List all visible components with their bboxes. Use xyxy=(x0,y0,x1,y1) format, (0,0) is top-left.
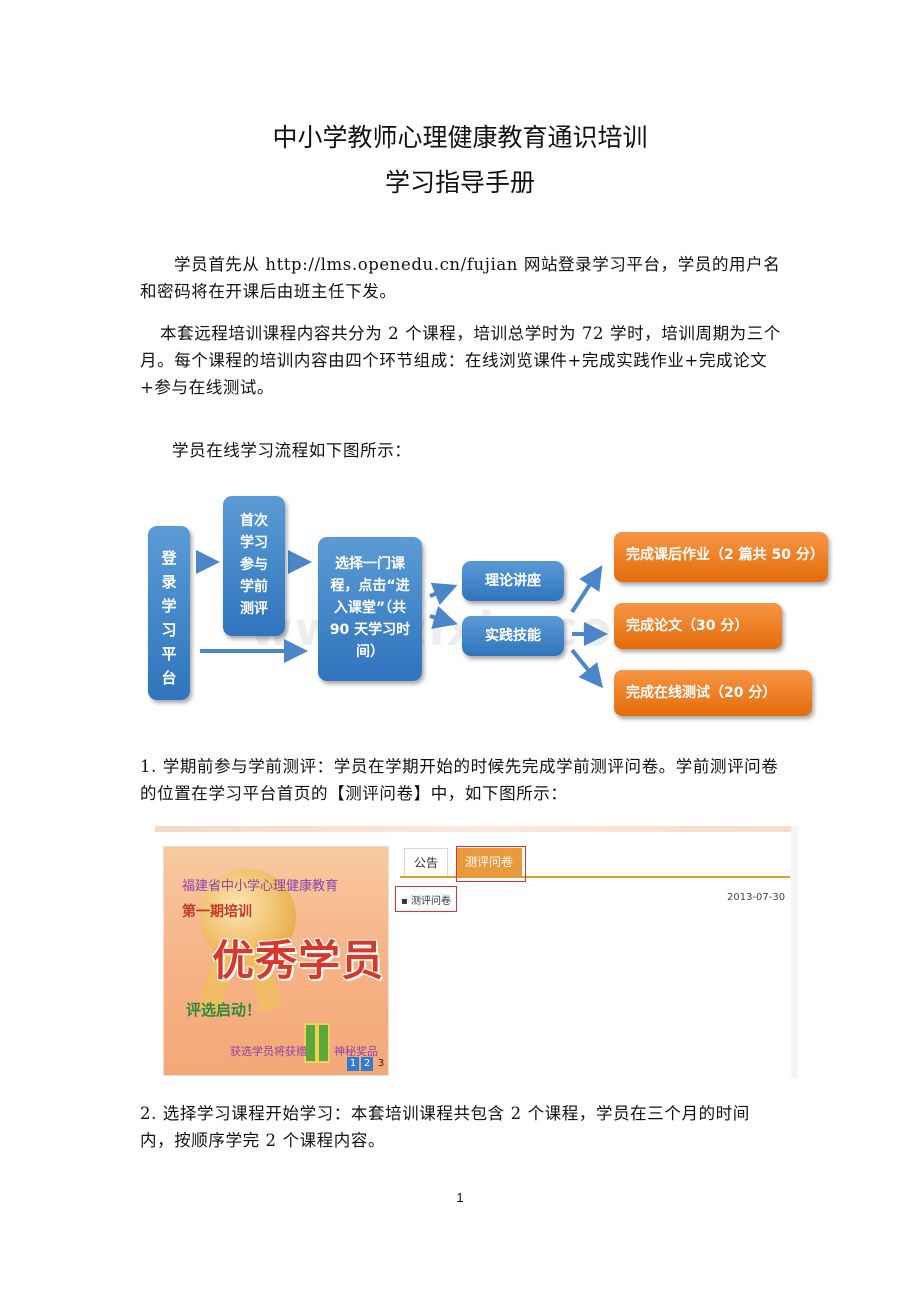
pretest-box: 首次学习参与学前测评 xyxy=(223,496,285,636)
select-course-box: 选择一门课程，点击“进入课堂”（共 90 天学习时间） xyxy=(318,537,422,681)
flow-intro-paragraph: 学员在线学习流程如下图所示： xyxy=(172,441,412,460)
tab-survey[interactable]: 测评问卷 xyxy=(456,848,522,876)
banner-line4: 获选学员将获赠 xyxy=(230,1045,307,1058)
list-item-label: 测评问卷 xyxy=(410,896,451,907)
screenshot-top-bar xyxy=(155,826,798,832)
paper-label: 完成论文（30 分） xyxy=(626,618,749,634)
section-1-paragraph: 1. 学期前参与学前测评：学员在学期开始的时候先完成学前测评问卷。学前测评问卷的… xyxy=(140,757,779,803)
document-subtitle: 学习指导手册 xyxy=(384,168,535,197)
pager-3[interactable]: 3 xyxy=(377,1058,385,1069)
banner-line5: 神秘奖品 xyxy=(334,1045,378,1058)
intro-paragraph: 学员首先从 http://lms.openedu.cn/fujian 网站登录学… xyxy=(140,255,781,301)
watermark: www.zixin.com.cn xyxy=(250,602,747,656)
homework-box: 完成课后作业（2 篇共 50 分） xyxy=(614,532,828,582)
banner-line1: 福建省中小学心理健康教育 xyxy=(182,879,339,894)
banner-headline: 优秀学员 xyxy=(212,936,385,985)
platform-screenshot: 福建省中小学心理健康教育 第一期培训 优秀学员 评选启动！ 获选学员将获赠 神秘… xyxy=(155,826,798,1078)
highlight-box-tab xyxy=(456,846,526,882)
tab-announcement[interactable]: 公告 xyxy=(404,848,448,876)
pager-2[interactable]: 2 xyxy=(361,1057,373,1071)
online-test-box: 完成在线测试（20 分） xyxy=(614,670,812,716)
homework-label: 完成课后作业（2 篇共 50 分） xyxy=(626,547,824,563)
practice-skill-box: 实践技能 xyxy=(462,616,564,656)
scrollbar[interactable] xyxy=(791,826,798,1078)
login-platform-label: 登录学习平台 xyxy=(161,549,177,687)
page-number: 1 xyxy=(456,1190,464,1205)
theory-lecture-label: 理论讲座 xyxy=(485,573,541,589)
banner-line3: 评选启动！ xyxy=(186,1001,262,1019)
list-item-date: 2013-07-30 xyxy=(727,892,786,903)
banner-image[interactable]: 福建省中小学心理健康教育 第一期培训 优秀学员 评选启动！ 获选学员将获赠 神秘… xyxy=(163,846,389,1076)
document-title: 中小学教师心理健康教育通识培训 xyxy=(272,123,648,152)
course-paragraph: 本套远程培训课程内容共分为 2 个课程，培训总学时为 72 学时，培训周期为三个… xyxy=(140,324,781,397)
highlight-box-item xyxy=(395,886,457,912)
login-platform-box: 登录学习平台 xyxy=(148,526,190,700)
practice-skill-label: 实践技能 xyxy=(485,628,541,644)
list-item-survey[interactable]: ▪ 测评问卷 xyxy=(401,896,451,907)
online-test-label: 完成在线测试（20 分） xyxy=(626,685,777,701)
paper-box: 完成论文（30 分） xyxy=(614,603,782,649)
gift-icon xyxy=(304,1023,330,1063)
banner-pager: 1 2 3 xyxy=(347,1057,387,1071)
pager-1[interactable]: 1 xyxy=(347,1057,359,1071)
pretest-label: 首次学习参与学前测评 xyxy=(240,513,268,617)
tab-bar: 公告 测评问卷 xyxy=(400,848,790,878)
banner-line2: 第一期培训 xyxy=(182,904,252,920)
theory-lecture-box: 理论讲座 xyxy=(462,561,564,601)
section-2-paragraph: 2. 选择学习课程开始学习：本套培训课程共包含 2 个课程，学员在三个月的时间内… xyxy=(140,1104,750,1150)
select-course-label: 选择一门课程，点击“进入课堂”（共 90 天学习时间） xyxy=(329,556,411,660)
